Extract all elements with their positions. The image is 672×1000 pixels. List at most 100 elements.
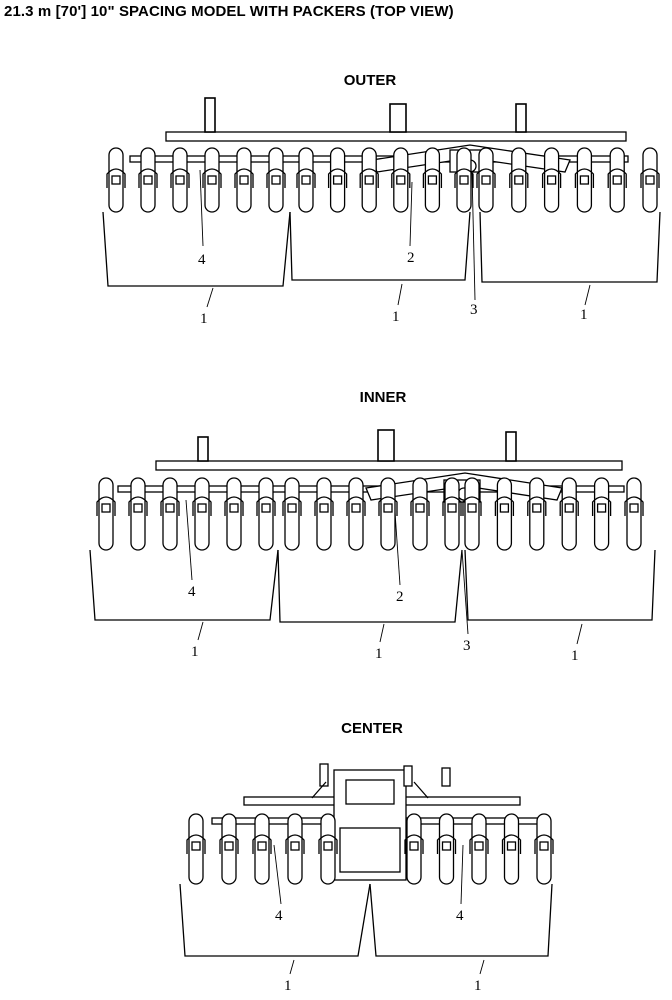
shank (469, 834, 489, 854)
shank (138, 168, 158, 188)
shank (454, 168, 474, 188)
section-label-center: CENTER (341, 720, 403, 737)
packer-wheel (464, 477, 480, 551)
callout-inner-1-right: 1 (571, 648, 579, 664)
shank-clamp (415, 503, 425, 513)
shank (476, 168, 496, 188)
shank (640, 168, 660, 188)
shank-clamp (332, 175, 343, 185)
callout-inner-1-left: 1 (191, 644, 199, 660)
packer-wheel (444, 477, 460, 551)
shank (186, 834, 206, 854)
shank (509, 168, 529, 188)
shank-clamp (514, 175, 524, 185)
packer-wheel (162, 477, 178, 551)
callout-outer-1-left: 1 (200, 311, 208, 327)
callout-inner-2: 2 (396, 589, 404, 605)
shank (128, 496, 148, 516)
shank (252, 834, 272, 854)
callout-outer-2: 2 (407, 250, 415, 266)
shank-clamp (239, 175, 249, 185)
shank (282, 496, 302, 516)
shank (404, 834, 424, 854)
callout-outer-1-middle: 1 (392, 309, 400, 325)
shank (96, 496, 116, 516)
callout-leaders (185, 169, 591, 975)
shank (559, 496, 579, 516)
shank (462, 496, 482, 516)
packer-wheel (284, 477, 300, 551)
center-brackets (179, 883, 553, 957)
shank-clamp (383, 503, 393, 513)
shank-clamp (579, 175, 590, 185)
shank (192, 496, 212, 516)
packer-wheel (496, 477, 513, 551)
shank-clamp (474, 841, 484, 851)
outer-brackets (102, 211, 661, 287)
shank (285, 834, 305, 854)
shank-clamp (101, 503, 111, 513)
callout-inner-3: 3 (463, 638, 471, 654)
shank-clamp (564, 503, 574, 513)
shank (541, 168, 562, 188)
packer-wheel (98, 477, 114, 551)
shank-clamp (191, 841, 201, 851)
shank-clamp (207, 175, 217, 185)
shank (266, 168, 286, 188)
shank-clamp (427, 175, 438, 185)
shank-clamp (290, 841, 300, 851)
shank-clamp (459, 175, 469, 185)
packer-wheel (258, 477, 274, 551)
shank (256, 496, 276, 516)
inner-assembly (89, 429, 656, 623)
shank-clamp (197, 503, 207, 513)
shank (410, 496, 430, 516)
packer-wheel (529, 477, 545, 551)
callout-outer-4: 4 (198, 252, 206, 268)
shank (359, 168, 379, 188)
shank (224, 496, 244, 516)
center-packer-wheels (186, 813, 554, 885)
shank (422, 168, 443, 188)
shank (170, 168, 190, 188)
shank-clamp (165, 503, 175, 513)
packer-wheel (412, 477, 428, 551)
shank (391, 168, 411, 188)
callout-outer-1-right: 1 (580, 307, 588, 323)
shank-clamp (596, 503, 607, 513)
shank-clamp (364, 175, 374, 185)
shank-clamp (539, 841, 549, 851)
outer-assembly (102, 97, 661, 287)
packer-wheel (626, 477, 642, 551)
shank (624, 496, 644, 516)
shank-clamp (396, 175, 406, 185)
shank-clamp (481, 175, 491, 185)
callout-center-4-left: 4 (275, 908, 283, 924)
packer-wheel (130, 477, 146, 551)
center-assembly (179, 763, 554, 957)
callout-inner-4: 4 (188, 584, 196, 600)
shank-clamp (224, 841, 234, 851)
shank (296, 168, 316, 188)
packer-wheel (316, 477, 332, 551)
shank (234, 168, 254, 188)
shank (314, 496, 334, 516)
packer-wheel (380, 477, 396, 551)
shank-clamp (629, 503, 639, 513)
shank (574, 168, 595, 188)
shank-clamp (447, 503, 457, 513)
shank-clamp (319, 503, 329, 513)
shank-clamp (301, 175, 311, 185)
shank-clamp (111, 175, 121, 185)
shank (436, 834, 457, 854)
shank-clamp (261, 503, 271, 513)
packer-wheel (194, 477, 210, 551)
shank (346, 496, 366, 516)
shank (378, 496, 398, 516)
packer-wheel (593, 477, 610, 551)
shank (494, 496, 515, 516)
shank-clamp (441, 841, 452, 851)
shank-clamp (499, 503, 510, 513)
shank-clamp (532, 503, 542, 513)
